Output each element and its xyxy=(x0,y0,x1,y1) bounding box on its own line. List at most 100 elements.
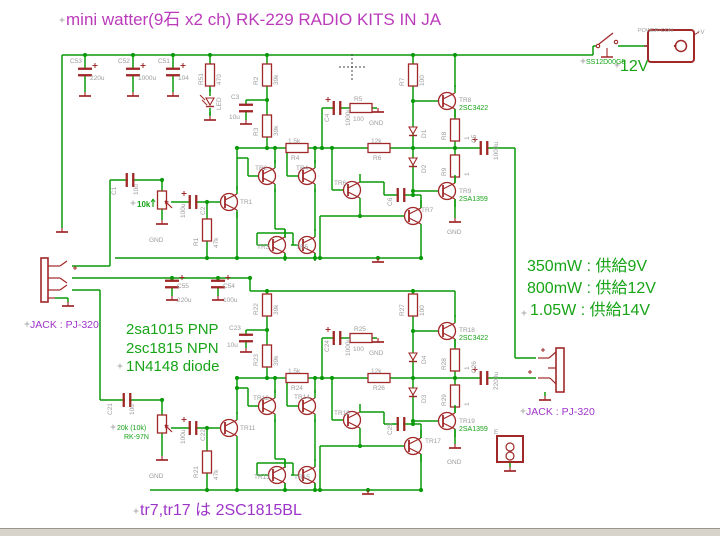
capacitor-C2[interactable] xyxy=(188,195,191,209)
transistor-TR8[interactable] xyxy=(442,92,456,100)
transistor-TR2[interactable] xyxy=(262,167,276,175)
resistor-R27[interactable] xyxy=(407,293,419,317)
transistor-TR18[interactable] xyxy=(442,332,456,340)
transistor-TR1[interactable] xyxy=(224,193,238,201)
diode-D2[interactable] xyxy=(408,157,418,167)
resistor-R3[interactable] xyxy=(261,114,273,138)
transistor-TR4[interactable] xyxy=(302,177,316,185)
transistor-TR5[interactable] xyxy=(302,236,316,244)
jack-output-jack[interactable] xyxy=(555,347,565,393)
capacitor-C26[interactable] xyxy=(486,371,489,385)
capacitor-C3[interactable] xyxy=(239,110,253,113)
capacitor-C3[interactable] xyxy=(239,103,253,106)
transistor-TR14[interactable] xyxy=(302,407,316,415)
transistor-TR19[interactable] xyxy=(442,412,456,420)
resistor-R22[interactable] xyxy=(261,293,273,317)
transistor-TR2[interactable] xyxy=(262,177,276,185)
capacitor-C1[interactable] xyxy=(128,173,132,187)
capacitor-C5[interactable] xyxy=(482,141,486,155)
transistor-TR11[interactable] xyxy=(224,419,238,427)
resistor-R21[interactable] xyxy=(201,450,213,474)
transistor-TR18[interactable] xyxy=(442,322,456,330)
capacitor-C5[interactable] xyxy=(479,141,482,155)
resistor-R7[interactable] xyxy=(407,63,419,87)
transistor-TR12[interactable] xyxy=(262,407,276,415)
resistor-R1[interactable] xyxy=(201,218,213,242)
resistor-R28[interactable] xyxy=(449,348,461,372)
transistor-TR17[interactable] xyxy=(408,447,422,455)
transistor-TR11[interactable] xyxy=(219,418,239,438)
transistor-TR11[interactable] xyxy=(224,429,238,437)
capacitor-C21[interactable] xyxy=(125,393,129,407)
transistor-TR1[interactable] xyxy=(224,203,238,211)
capacitor-C53[interactable] xyxy=(78,74,92,77)
resistor-R2[interactable] xyxy=(261,63,273,87)
transistor-TR13[interactable] xyxy=(272,476,286,484)
transistor-TR5[interactable] xyxy=(302,246,316,254)
capacitor-C54[interactable] xyxy=(211,282,225,286)
capacitor-C6[interactable] xyxy=(396,188,399,202)
transistor-TR3[interactable] xyxy=(267,235,287,255)
transistor-TR15[interactable] xyxy=(302,466,316,474)
transistor-TR19[interactable] xyxy=(437,411,457,431)
resistor-R25[interactable] xyxy=(349,332,373,344)
capacitor-C25[interactable] xyxy=(396,417,399,431)
capacitor-C52[interactable] xyxy=(126,74,140,77)
capacitor-C22[interactable] xyxy=(191,421,195,435)
capacitor-C4[interactable] xyxy=(335,101,339,115)
capacitor-C26[interactable] xyxy=(479,371,482,385)
resistor-R26[interactable] xyxy=(367,372,391,384)
capacitor-C6[interactable] xyxy=(403,188,406,202)
capacitor-C55[interactable] xyxy=(165,282,179,286)
capacitor-C2[interactable] xyxy=(191,195,195,209)
led-indicator[interactable] xyxy=(205,97,215,107)
power-switch-lever[interactable] xyxy=(598,32,614,45)
transistor-TR17[interactable] xyxy=(408,437,422,445)
capacitor-C26[interactable] xyxy=(482,371,486,385)
capacitor-C25[interactable] xyxy=(403,417,406,431)
resistor-R4[interactable] xyxy=(285,142,309,154)
capacitor-C1[interactable] xyxy=(125,173,128,187)
transistor-TR13[interactable] xyxy=(267,465,287,485)
capacitor-C55[interactable] xyxy=(165,286,179,289)
capacitor-C5[interactable] xyxy=(486,141,489,155)
jack-input-jack[interactable] xyxy=(40,257,49,303)
capacitor-C55[interactable] xyxy=(165,279,179,282)
capacitor-C24[interactable] xyxy=(335,331,339,345)
capacitor-C4[interactable] xyxy=(332,101,335,115)
transistor-TR3[interactable] xyxy=(272,246,286,254)
diode-D1[interactable] xyxy=(408,126,418,136)
transistor-TR9[interactable] xyxy=(442,192,456,200)
transistor-TR8[interactable] xyxy=(437,91,457,111)
capacitor-C22[interactable] xyxy=(195,421,198,435)
resistor-R9[interactable] xyxy=(449,154,461,178)
capacitor-C21[interactable] xyxy=(129,393,132,407)
resistor-R51[interactable] xyxy=(204,63,216,87)
capacitor-C52[interactable] xyxy=(126,70,140,74)
transistor-TR7[interactable] xyxy=(403,206,423,226)
capacitor-C3[interactable] xyxy=(239,106,253,110)
capacitor-C51[interactable] xyxy=(166,70,180,74)
transistor-TR9[interactable] xyxy=(437,181,457,201)
capacitor-C25[interactable] xyxy=(399,417,403,431)
resistor-R23[interactable] xyxy=(261,344,273,368)
capacitor-C2[interactable] xyxy=(195,195,198,209)
capacitor-C23[interactable] xyxy=(239,336,253,340)
capacitor-C6[interactable] xyxy=(399,188,403,202)
power-switch[interactable] xyxy=(595,43,601,49)
resistor-R5[interactable] xyxy=(349,102,373,114)
capacitor-C53[interactable] xyxy=(78,70,92,74)
transistor-TR4[interactable] xyxy=(302,167,316,175)
potentiometer-volume-10k[interactable] xyxy=(156,190,168,210)
capacitor-C54[interactable] xyxy=(211,279,225,282)
transistor-TR14[interactable] xyxy=(302,397,316,405)
capacitor-C24[interactable] xyxy=(332,331,335,345)
transistor-TR7[interactable] xyxy=(408,207,422,215)
transistor-TR16[interactable] xyxy=(347,421,361,429)
capacitor-C4[interactable] xyxy=(339,101,342,115)
transistor-TR15[interactable] xyxy=(302,476,316,484)
transistor-TR7[interactable] xyxy=(408,217,422,225)
transistor-TR13[interactable] xyxy=(272,466,286,474)
